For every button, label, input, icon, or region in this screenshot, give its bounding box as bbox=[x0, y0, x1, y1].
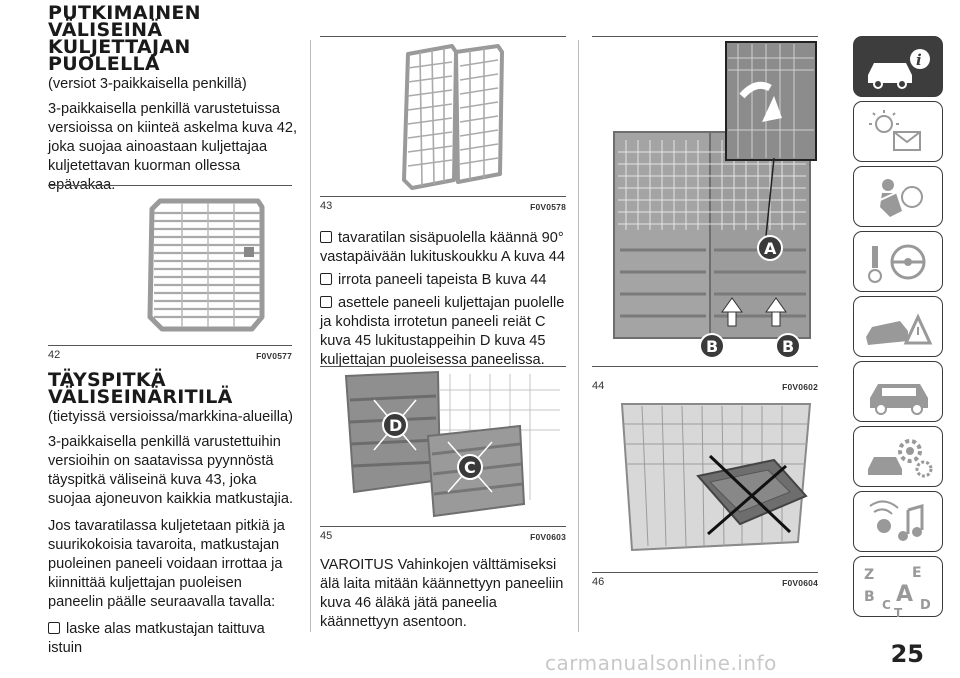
column-divider-2 bbox=[578, 40, 579, 632]
figure-46: 46 F0V0604 bbox=[592, 400, 818, 590]
tab-key-steering[interactable] bbox=[853, 231, 943, 292]
multimedia-icon bbox=[869, 500, 924, 541]
section-subtitle-tubular: (versiot 3-paikkaisella penkillä) bbox=[48, 76, 247, 92]
watermark: carmanualsonline.info bbox=[545, 651, 777, 675]
checkbox-icon bbox=[320, 273, 332, 285]
figure-43-number: 43 bbox=[320, 200, 333, 212]
tab-maintenance[interactable] bbox=[853, 361, 943, 422]
tab-alphabetical-index[interactable]: Z E B A C D T bbox=[853, 556, 943, 618]
bullet-position-panel-text: asettele paneeli kuljettajan puolelle ja… bbox=[320, 295, 565, 368]
callout-b1-label: B bbox=[706, 337, 718, 356]
figure-42-number: 42 bbox=[48, 349, 61, 361]
figure-45-code: F0V0603 bbox=[530, 532, 566, 542]
figure-44-number: 44 bbox=[592, 380, 605, 392]
figure-43-code: F0V0578 bbox=[530, 202, 566, 212]
paragraph-long-goods: Jos tavaratilassa kuljetetaan pitkiä ja … bbox=[48, 518, 285, 610]
figure-44-illustration: A B B bbox=[613, 41, 817, 359]
tab-airbag-safety[interactable] bbox=[853, 166, 943, 227]
callout-d-marker bbox=[382, 412, 408, 438]
bullet-rotate-hook: tavaratilan sisäpuolella käännä 90° vast… bbox=[320, 229, 572, 267]
technical-data-gears-icon bbox=[868, 439, 933, 478]
checkbox-icon bbox=[48, 622, 60, 634]
bullet-position-panel: asettele paneeli kuljettajan puolelle ja… bbox=[320, 294, 572, 370]
bullet-remove-panel: irrota paneeli tapeista B kuva 44 bbox=[320, 271, 572, 290]
column-divider-1 bbox=[310, 40, 311, 632]
breakdown-warning-icon bbox=[866, 313, 933, 345]
figure-42-code: F0V0577 bbox=[256, 351, 292, 361]
callout-a-marker bbox=[757, 235, 783, 261]
tab-car-info[interactable]: i bbox=[853, 36, 943, 97]
callout-b1-marker bbox=[699, 333, 725, 359]
section-heading-tubular: PUTKIMAINEN VÄLISEINÄ KULJETTAJAN PUOLEL… bbox=[48, 2, 201, 75]
figure-44-code: F0V0602 bbox=[782, 382, 818, 392]
car-info-icon: i bbox=[868, 49, 930, 89]
figure-45-number: 45 bbox=[320, 530, 333, 542]
index-letter-e: E bbox=[912, 565, 922, 581]
page-number: 25 bbox=[890, 640, 924, 668]
maintenance-car-icon bbox=[870, 384, 928, 415]
callout-c-label: C bbox=[464, 458, 476, 477]
paragraph-fixed-step: 3-paikkaisella penkillä varustetuissa ve… bbox=[48, 101, 298, 193]
tab-technical-data[interactable] bbox=[853, 426, 943, 487]
warning-paragraph: VAROITUS Vahinkojen välttämiseksi älä la… bbox=[320, 557, 564, 630]
figure-43: 43 F0V0578 bbox=[320, 36, 566, 214]
figure-44: A B B 44 F0V0602 bbox=[592, 36, 818, 396]
index-letter-a: A bbox=[896, 582, 913, 607]
figure-46-code: F0V0604 bbox=[782, 578, 818, 588]
index-letter-z: Z bbox=[864, 567, 874, 583]
tab-dashboard-lights[interactable] bbox=[853, 101, 943, 162]
key-steering-icon bbox=[868, 244, 926, 283]
svg-text:i: i bbox=[916, 51, 922, 69]
column-2-text: tavaratilan sisäpuolella käännä 90° vast… bbox=[320, 229, 572, 374]
figure-46-illustration bbox=[592, 400, 818, 562]
callout-d-label: D bbox=[389, 416, 402, 435]
checkbox-icon bbox=[320, 296, 332, 308]
bullet-fold-seat-text: laske alas matkustajan taittuva istuin bbox=[48, 621, 265, 656]
figure-45: D C 45 F0V0603 bbox=[320, 366, 566, 544]
alphabetical-index-icon: Z E B A C D T bbox=[864, 565, 931, 618]
callout-b2-marker bbox=[775, 333, 801, 359]
section-subtitle-fulllength: (tietyissä versioissa/markkina-alueilla) bbox=[48, 409, 293, 425]
index-letter-c: C bbox=[882, 598, 891, 612]
bullet-remove-panel-text: irrota paneeli tapeista B kuva 44 bbox=[338, 272, 547, 288]
tab-breakdown[interactable] bbox=[853, 296, 943, 357]
bullet-rotate-hook-text: tavaratilan sisäpuolella käännä 90° vast… bbox=[320, 230, 566, 265]
figure-43-illustration bbox=[402, 44, 504, 190]
callout-a-label: A bbox=[764, 239, 777, 258]
callout-b2-label: B bbox=[782, 337, 794, 356]
checkbox-icon bbox=[320, 231, 332, 243]
tab-multimedia[interactable] bbox=[853, 491, 943, 552]
dashboard-lights-icon bbox=[869, 110, 921, 151]
callout-c-marker bbox=[457, 454, 483, 480]
figure-45-illustration: D C bbox=[322, 370, 564, 528]
index-letter-t: T bbox=[894, 606, 903, 618]
figure-46-number: 46 bbox=[592, 576, 605, 588]
figure-42-illustration bbox=[147, 198, 265, 332]
column-1-lower: TÄYSPITKÄ VÄLISEINÄRITILÄ (tietyissä ver… bbox=[48, 369, 300, 662]
figure-42: 42 F0V0577 bbox=[48, 185, 292, 363]
section-heading-fulllength: TÄYSPITKÄ VÄLISEINÄRITILÄ bbox=[48, 369, 233, 408]
column-2-warning: VAROITUS Vahinkojen välttämiseksi älä la… bbox=[320, 556, 572, 640]
airbag-safety-icon bbox=[877, 179, 923, 217]
bullet-fold-seat: laske alas matkustajan taittuva istuin bbox=[48, 620, 300, 658]
index-letter-d: D bbox=[920, 598, 931, 613]
paragraph-full-partition: 3-paikkaisella penkillä varustettuihin v… bbox=[48, 434, 293, 507]
index-letter-b: B bbox=[864, 589, 875, 605]
